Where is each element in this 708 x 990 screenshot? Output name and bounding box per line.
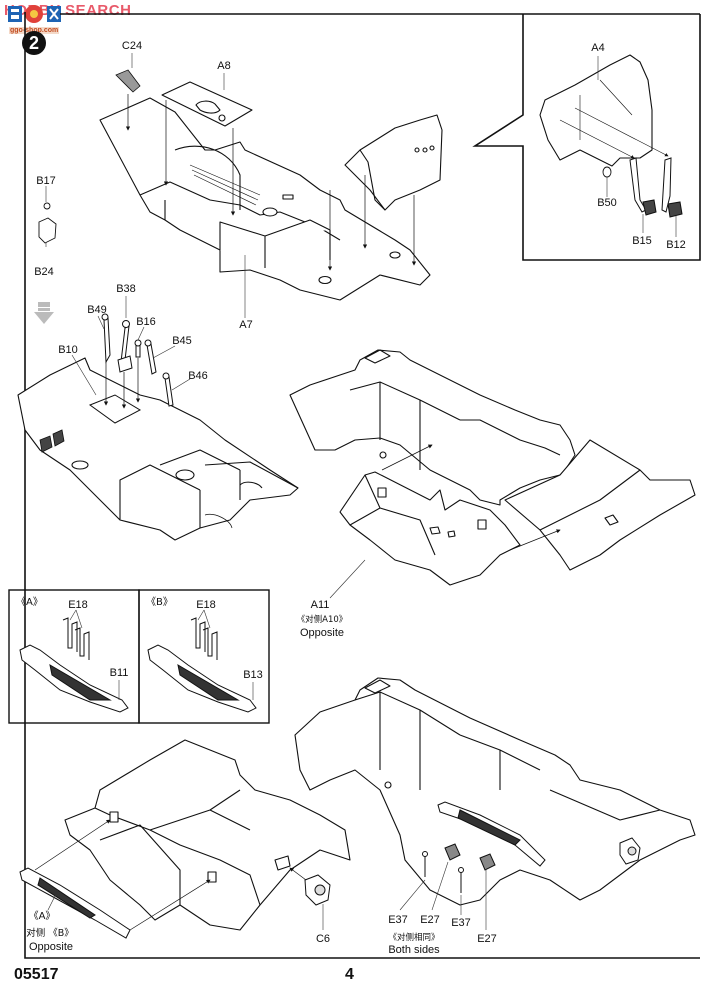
callout-guide-lines	[559, 107, 669, 159]
frame-left-bottom	[24, 12, 700, 959]
label-b49: B49	[87, 304, 107, 316]
label-c24: C24	[121, 40, 143, 52]
pedal-bracket-a4	[539, 54, 653, 167]
label-b16: B16	[136, 316, 156, 328]
label-c6: C6	[315, 933, 331, 945]
label-e27-right: E27	[477, 933, 497, 945]
label-a8: A8	[217, 60, 231, 72]
leader-lines-lower-left	[47, 889, 324, 930]
watermark-logo-icon	[8, 5, 61, 23]
label-a10-opposite-cn: 《对侧A10》	[296, 615, 348, 625]
label-e27-left: E27	[420, 914, 440, 926]
label-both-sides-cn: 《对侧相同》	[388, 933, 440, 943]
watermark-url: ggo-shop.com	[9, 27, 60, 34]
label-b50: B50	[597, 197, 617, 209]
shifter-plate	[88, 394, 142, 424]
label-opposite-b-cn: 对侧 《B》	[26, 928, 74, 939]
part-bracket-right	[619, 837, 641, 865]
part-c6	[304, 874, 331, 906]
step-number-badge: 2	[22, 31, 46, 55]
spring-a-drawing	[19, 617, 129, 713]
pedals-installed	[39, 429, 65, 453]
leader-lines-callout	[597, 56, 677, 237]
part-c24	[115, 69, 141, 93]
label-b12: B12	[666, 239, 686, 251]
spring-box-b-spring-label: B13	[243, 669, 263, 681]
label-a7: A7	[239, 319, 253, 331]
leader-line-a11	[329, 559, 366, 599]
assembly-arrows-hull	[381, 444, 561, 551]
controls-floor	[17, 357, 299, 541]
side-plate-a11	[339, 471, 521, 586]
label-a11: A11	[310, 599, 330, 611]
pedal-callout-frame	[472, 14, 701, 261]
label-b15: B15	[632, 235, 652, 247]
page-frame	[24, 12, 700, 959]
label-b10: B10	[58, 344, 78, 356]
label-b24: B24	[34, 266, 54, 278]
label-b45: B45	[172, 335, 192, 347]
chassis-floor-a7	[99, 97, 431, 301]
page-number: 4	[345, 966, 354, 983]
seat-back-panel	[344, 114, 443, 211]
spring-box-b-frame	[138, 589, 270, 724]
lower-right-hull	[294, 677, 696, 906]
floor-plate-a8	[161, 81, 253, 127]
upper-hull	[289, 349, 576, 506]
label-b38: B38	[116, 283, 136, 295]
spring-box-a-clip-label: E18	[68, 599, 88, 611]
assembly-arrows-controls	[103, 358, 141, 409]
label-b46: B46	[188, 370, 208, 382]
spring-installed-lower-left	[19, 867, 131, 939]
label-a4: A4	[591, 42, 605, 54]
label-both-sides: Both sides	[388, 944, 440, 956]
label-b17: B17	[36, 175, 56, 187]
spring-installed-lower-right	[437, 801, 546, 867]
spring-box-b-clip-label: E18	[196, 599, 216, 611]
label-opposite-lower-left: Opposite	[28, 941, 74, 953]
hull-rear-deck	[504, 439, 696, 571]
label-variant-a-lower: 《A》	[28, 911, 56, 922]
part-b50	[602, 166, 612, 178]
part-b24	[38, 202, 57, 244]
pedal-b15	[629, 157, 657, 216]
leader-lines-springs	[69, 609, 254, 700]
product-code: 05517	[14, 966, 59, 983]
leader-lines-controls	[71, 296, 191, 396]
shackles-lower-right	[422, 843, 496, 893]
lower-left-hull	[64, 739, 351, 931]
spring-box-b-variant: 《B》	[146, 597, 173, 608]
spring-b-drawing	[147, 617, 257, 713]
label-e37-right: E37	[451, 917, 471, 929]
spring-box-a-spring-label: B11	[109, 667, 129, 679]
label-opposite-a11: Opposite	[299, 627, 345, 639]
label-e37-left: E37	[388, 914, 408, 926]
spring-box-a-variant: 《A》	[16, 597, 43, 608]
step-flow-arrow-icon	[34, 302, 54, 324]
assembly-arrows-lower-left	[34, 819, 307, 931]
leader-lines-lower-right	[399, 861, 487, 930]
assembly-arrows-top	[125, 94, 417, 271]
control-levers	[101, 313, 174, 407]
pedal-b12	[661, 157, 683, 218]
